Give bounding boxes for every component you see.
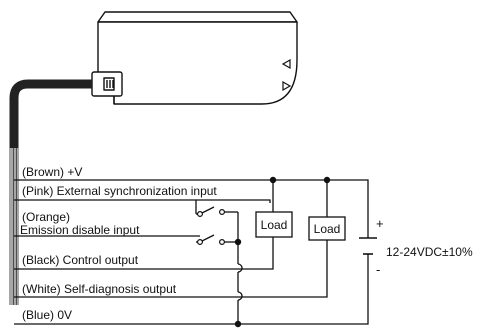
supply-minus-sign: - xyxy=(376,262,380,277)
cable-wire-fan xyxy=(9,148,19,305)
device-front-face xyxy=(97,21,298,105)
power-supply xyxy=(359,237,377,255)
load-box-2: Load xyxy=(308,216,346,241)
triangle-right-icon xyxy=(282,80,292,92)
wire-label-emission: Emission disable input xyxy=(20,223,140,237)
device-top-face xyxy=(97,11,298,23)
load-box-1: Load xyxy=(255,211,293,238)
load-label-2: Load xyxy=(314,222,341,236)
circuit-lines xyxy=(14,179,369,325)
wire-label-orange: (Orange) xyxy=(22,210,70,224)
junction-dots xyxy=(234,176,331,328)
wire-label-black: (Black) Control output xyxy=(22,253,139,267)
wire-label-blue: (Blue) 0V xyxy=(22,308,72,322)
triangle-left-icon xyxy=(281,58,291,70)
load-label-1: Load xyxy=(261,218,288,232)
wire-label-brown: (Brown) +V xyxy=(22,165,82,179)
wire-label-pink: (Pink) External synchronization input xyxy=(22,184,217,198)
wire-label-white: (White) Self-diagnosis output xyxy=(22,282,177,296)
supply-voltage-label: 12-24VDC±10% xyxy=(386,245,473,259)
supply-plus-sign: + xyxy=(376,216,384,231)
connector-clip xyxy=(103,77,115,91)
cable-bundle xyxy=(9,79,92,148)
amplifier-unit xyxy=(91,11,298,105)
switch-contacts xyxy=(197,209,226,246)
